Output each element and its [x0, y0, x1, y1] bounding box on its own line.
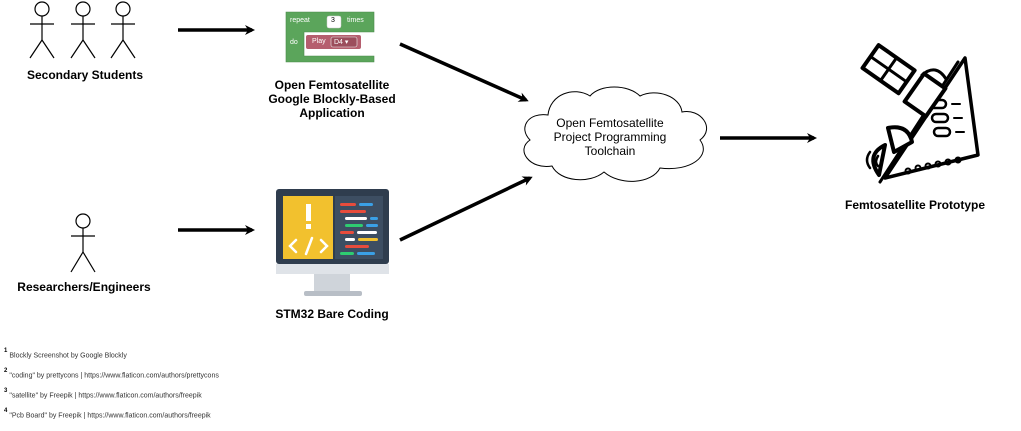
- footnote: 4"Pcb Board" by Freepik | https://www.fl…: [4, 408, 211, 420]
- cloud-icon: [523, 86, 707, 182]
- footnote: 3"satellite" by Freepik | https://www.fl…: [4, 388, 202, 400]
- blockly-times-text: times: [347, 17, 364, 24]
- label-line: Application: [299, 106, 365, 120]
- label-toolchain: Open Femtosatellite Project Programming …: [535, 116, 685, 158]
- blockly-play-text: Play: [312, 38, 326, 45]
- blockly-do-text: do: [290, 39, 298, 46]
- monitor-coding-icon: [276, 189, 389, 296]
- stick-figure-icon: [110, 1, 136, 59]
- blockly-count-text: 3: [331, 17, 335, 24]
- label-blockly-application: Open Femtosatellite Google Blockly-Based…: [252, 78, 412, 120]
- blockly-code-icon: [285, 11, 375, 63]
- label-line: Project Programming: [553, 130, 667, 144]
- label-line: Open Femtosatellite: [274, 78, 390, 92]
- stick-figure-icon: [29, 1, 55, 59]
- footnote-text: Blockly Screenshot by Google Blockly: [9, 352, 127, 360]
- footnote: 2"coding" by prettycons | https://www.fl…: [4, 368, 219, 380]
- footnote-number: 3: [4, 388, 8, 394]
- label-researchers-engineers: Researchers/Engineers: [17, 280, 151, 294]
- footnote-number: 2: [4, 368, 8, 374]
- blockly-note-text: D4 ▾: [334, 39, 349, 46]
- label-secondary-students: Secondary Students: [26, 68, 144, 82]
- label-stm32-bare-coding: STM32 Bare Coding: [275, 307, 389, 321]
- label-line: Open Femtosatellite: [556, 116, 664, 130]
- label-femtosatellite-prototype: Femtosatellite Prototype: [844, 198, 986, 212]
- blockly-repeat-text: repeat: [290, 17, 310, 24]
- footnote-text: "coding" by prettycons | https://www.fla…: [9, 372, 219, 380]
- footnote-text: "Pcb Board" by Freepik | https://www.fla…: [9, 412, 211, 420]
- label-line: Google Blockly-Based: [268, 92, 396, 106]
- arrow-icon: [178, 25, 817, 242]
- label-line: Toolchain: [584, 144, 636, 158]
- footnote-number: 1: [4, 348, 8, 354]
- footnote-number: 4: [4, 408, 8, 414]
- stick-figure-icon: [70, 213, 96, 273]
- footnote: 1Blockly Screenshot by Google Blockly: [4, 348, 127, 360]
- footnote-text: "satellite" by Freepik | https://www.fla…: [9, 392, 202, 400]
- stick-figure-icon: [70, 1, 96, 59]
- satellite-pcb-icon: [860, 43, 980, 184]
